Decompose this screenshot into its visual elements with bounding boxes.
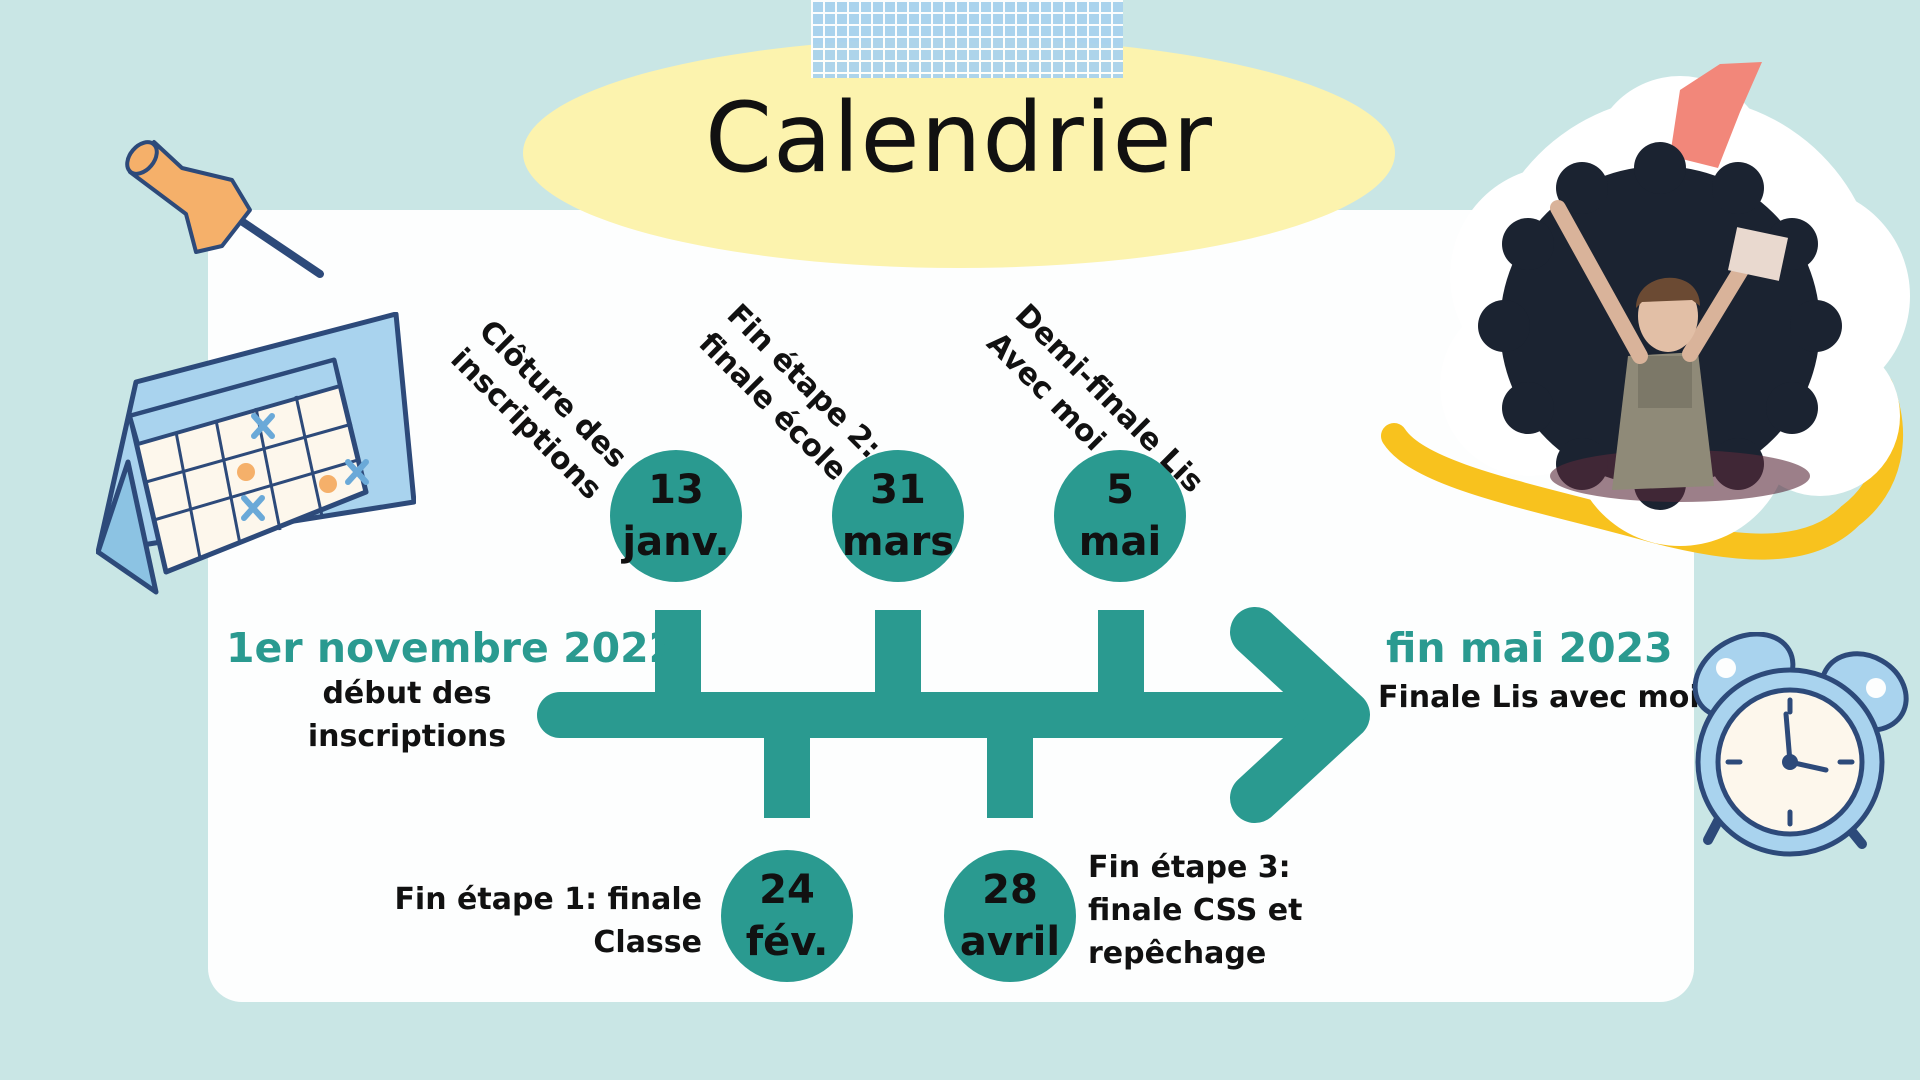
month-text: fév. xyxy=(745,919,829,965)
date-circle-top-2: 31 mars xyxy=(832,450,964,582)
content-card xyxy=(208,210,1694,1002)
date-circle-top-3: 5 mai xyxy=(1054,450,1186,582)
month-text: mars xyxy=(841,519,955,565)
event-label-bottom-2: Fin étape 3: finale CSS et repêchage xyxy=(1088,850,1303,971)
day-text: 31 xyxy=(870,467,926,513)
alarm-clock-icon xyxy=(1692,632,1909,857)
day-text: 24 xyxy=(759,867,815,913)
photo-image xyxy=(1478,142,1842,510)
month-text: avril xyxy=(959,919,1061,965)
page-title: Calendrier xyxy=(704,82,1214,194)
ribbon-tag-icon xyxy=(1670,62,1762,168)
start-date: 1er novembre 2022 xyxy=(226,624,678,672)
day-text: 28 xyxy=(982,867,1038,913)
cloud-photo-frame xyxy=(1381,62,1910,560)
month-text: mai xyxy=(1078,519,1162,565)
connector-top-2 xyxy=(875,610,921,704)
connector-top-1 xyxy=(655,610,701,704)
washi-tape xyxy=(811,0,1123,78)
day-text: 13 xyxy=(648,467,704,513)
date-circle-bottom-2: 28 avril xyxy=(944,850,1076,982)
date-circle-bottom-1: 24 fév. xyxy=(721,850,853,982)
end-date: fin mai 2023 xyxy=(1386,624,1673,672)
connector-top-3 xyxy=(1098,610,1144,704)
date-circle-top-1: 13 janv. xyxy=(610,450,742,582)
push-pin-icon xyxy=(125,140,324,278)
end-description: Finale Lis avec moi xyxy=(1378,680,1700,715)
month-text: janv. xyxy=(622,519,730,565)
event-label-bottom-1: Fin étape 1: finale Classe xyxy=(394,882,702,960)
arrow-head-icon xyxy=(1230,607,1370,823)
day-text: 5 xyxy=(1106,467,1134,513)
desk-calendar-icon xyxy=(96,312,416,595)
start-description: début des inscriptions xyxy=(307,676,507,754)
